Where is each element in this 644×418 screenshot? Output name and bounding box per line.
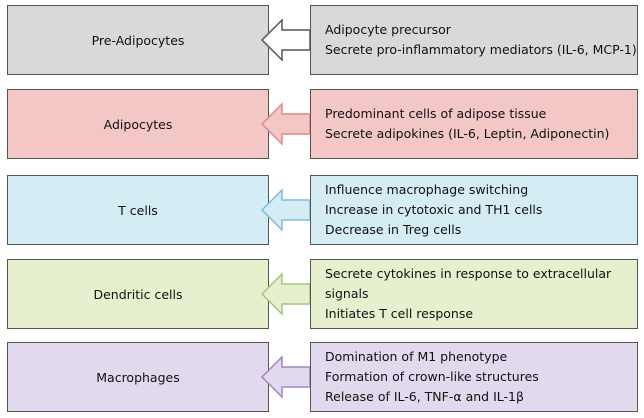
description-line: Secrete pro-inflammatory mediators (IL-6…: [325, 42, 637, 57]
description-line: Secrete cytokines in response to extrace…: [325, 266, 612, 301]
cell-row-macrophages: Macrophages Domination of M1 phenotype F…: [0, 342, 644, 412]
pre-adipocytes-label: Pre-Adipocytes: [91, 32, 185, 48]
dendritic-cells-description: Secrete cytokines in response to extrace…: [310, 259, 638, 329]
cell-row-t-cells: T cells Influence macrophage switching I…: [0, 175, 644, 245]
dendritic-cells-label: Dendritic cells: [93, 286, 183, 302]
description-line: Domination of M1 phenotype: [325, 349, 508, 364]
cell-row-dendritic-cells: Dendritic cells Secrete cytokines in res…: [0, 259, 644, 329]
description-line: Predominant cells of adipose tissue: [325, 106, 547, 121]
adipocytes-box: Adipocytes: [7, 89, 269, 159]
description-line: Release of IL-6, TNF-α and IL-1β: [325, 389, 524, 404]
macrophages-box: Macrophages: [7, 342, 269, 412]
macrophages-label: Macrophages: [96, 369, 180, 385]
description-line: Adipocyte precursor: [325, 22, 451, 37]
pre-adipocytes-description: Adipocyte precursor Secrete pro-inflamma…: [310, 5, 638, 75]
adipocytes-description: Predominant cells of adipose tissue Secr…: [310, 89, 638, 159]
pre-adipocytes-arrow: [260, 18, 312, 62]
description-line: Decrease in Treg cells: [325, 222, 462, 237]
description-line: Increase in cytotoxic and TH1 cells: [325, 202, 543, 217]
description-line: Initiates T cell response: [325, 306, 474, 321]
macrophages-arrow: [260, 355, 312, 399]
t-cells-box: T cells: [7, 175, 269, 245]
description-line: Influence macrophage switching: [325, 182, 529, 197]
t-cells-description: Influence macrophage switching Increase …: [310, 175, 638, 245]
dendritic-cells-box: Dendritic cells: [7, 259, 269, 329]
description-line: Secrete adipokines (IL-6, Leptin, Adipon…: [325, 126, 610, 141]
cell-row-adipocytes: Adipocytes Predominant cells of adipose …: [0, 89, 644, 159]
t-cells-arrow: [260, 188, 312, 232]
adipocytes-label: Adipocytes: [103, 116, 173, 132]
dendritic-cells-arrow: [260, 272, 312, 316]
description-line: Formation of crown-like structures: [325, 369, 539, 384]
adipocytes-arrow: [260, 102, 312, 146]
cell-row-pre-adipocytes: Pre-Adipocytes Adipocyte precursor Secre…: [0, 5, 644, 75]
t-cells-label: T cells: [118, 202, 158, 218]
pre-adipocytes-box: Pre-Adipocytes: [7, 5, 269, 75]
macrophages-description: Domination of M1 phenotype Formation of …: [310, 342, 638, 412]
